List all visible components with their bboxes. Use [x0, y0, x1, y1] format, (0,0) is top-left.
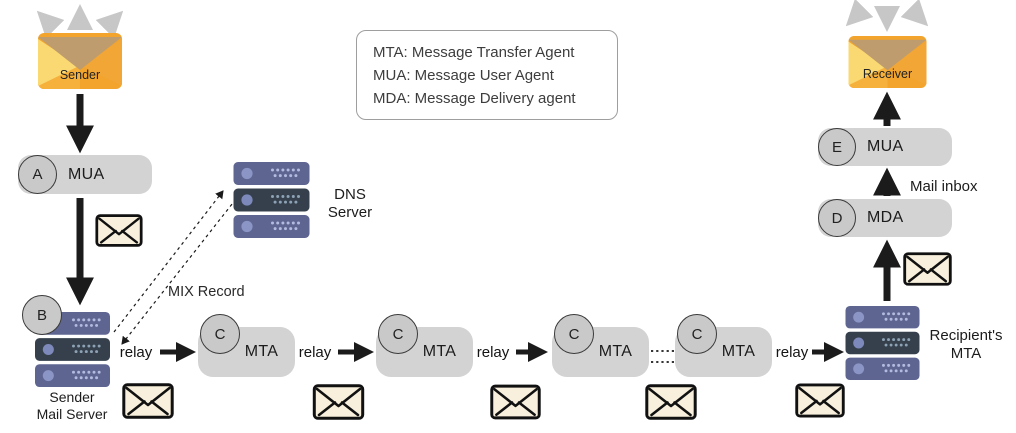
mail-envelope-icon — [795, 383, 845, 418]
node-label-mta-2: MTA — [422, 343, 457, 360]
dns-server-label-line2: Server — [327, 204, 373, 221]
relay-label-3: relay — [476, 344, 510, 361]
node-label-mta-1: MTA — [244, 343, 279, 360]
dns-server-icon — [234, 162, 310, 238]
mail-envelope-icon — [312, 384, 365, 420]
mix-record-label: MIX Record — [168, 284, 245, 300]
step-badge-a: A — [18, 155, 57, 194]
step-badge-c3: C — [554, 314, 594, 354]
receiver-endpoint-label: Receiver — [862, 67, 913, 81]
recipient-mta-server-icon — [846, 306, 920, 380]
legend-box: MTA: Message Transfer Agent MUA: Message… — [356, 30, 618, 120]
node-label-mda: MDA — [867, 209, 904, 226]
node-mta-1: C MTA — [198, 314, 295, 377]
sender-mail-server-label-line1: Sender — [49, 389, 95, 405]
mail-envelope-icon — [903, 252, 952, 286]
recipients-mta-label: Recipient's MTA — [920, 327, 1012, 363]
step-badge-c1: C — [200, 314, 240, 354]
node-mua-e: E MUA — [818, 128, 952, 166]
legend-line-mda: MDA: Message Delivery agent — [373, 90, 576, 107]
node-label-mta-3: MTA — [598, 343, 633, 360]
dns-server-label: DNS Server — [315, 186, 385, 222]
node-mua-a: A MUA — [18, 155, 152, 194]
recipients-mta-label-line2: MTA — [950, 345, 982, 362]
step-badge-d: D — [818, 199, 856, 237]
node-mta-3: C MTA — [552, 314, 649, 377]
relay-label-2: relay — [298, 344, 332, 361]
mta-continuation-dots — [651, 350, 674, 363]
node-label-mua-a: MUA — [68, 165, 105, 183]
outgoing-arrows-icon — [36, 4, 124, 39]
mail-envelope-icon — [95, 214, 143, 247]
relay-label-1: relay — [119, 344, 153, 361]
node-mta-4: C MTA — [675, 314, 772, 377]
incoming-arrows-icon — [845, 0, 929, 32]
sender-mail-server-label: Sender Mail Server — [22, 389, 122, 423]
sender-mail-server-label-line2: Mail Server — [36, 406, 108, 422]
sender-endpoint-label: Sender — [59, 68, 101, 82]
legend-line-mta: MTA: Message Transfer Agent — [373, 44, 575, 61]
step-badge-b: B — [22, 295, 62, 335]
dns-query-arrow — [113, 190, 224, 333]
dns-server-label-line1: DNS — [334, 186, 366, 203]
legend-line-mua: MUA: Message User Agent — [373, 67, 554, 84]
mail-envelope-icon — [645, 384, 697, 420]
node-label-mta-4: MTA — [721, 343, 756, 360]
recipients-mta-label-line1: Recipient's — [929, 327, 1003, 344]
node-mta-2: C MTA — [376, 314, 473, 377]
node-label-mua-e: MUA — [867, 138, 904, 155]
mail-envelope-icon — [122, 383, 174, 419]
node-mda-d: D MDA — [818, 199, 952, 237]
step-badge-c2: C — [378, 314, 418, 354]
step-badge-c4: C — [677, 314, 717, 354]
mail-inbox-label: Mail inbox — [910, 178, 978, 195]
step-badge-e: E — [818, 128, 856, 166]
relay-label-4: relay — [775, 344, 809, 361]
mail-envelope-icon — [490, 384, 541, 420]
